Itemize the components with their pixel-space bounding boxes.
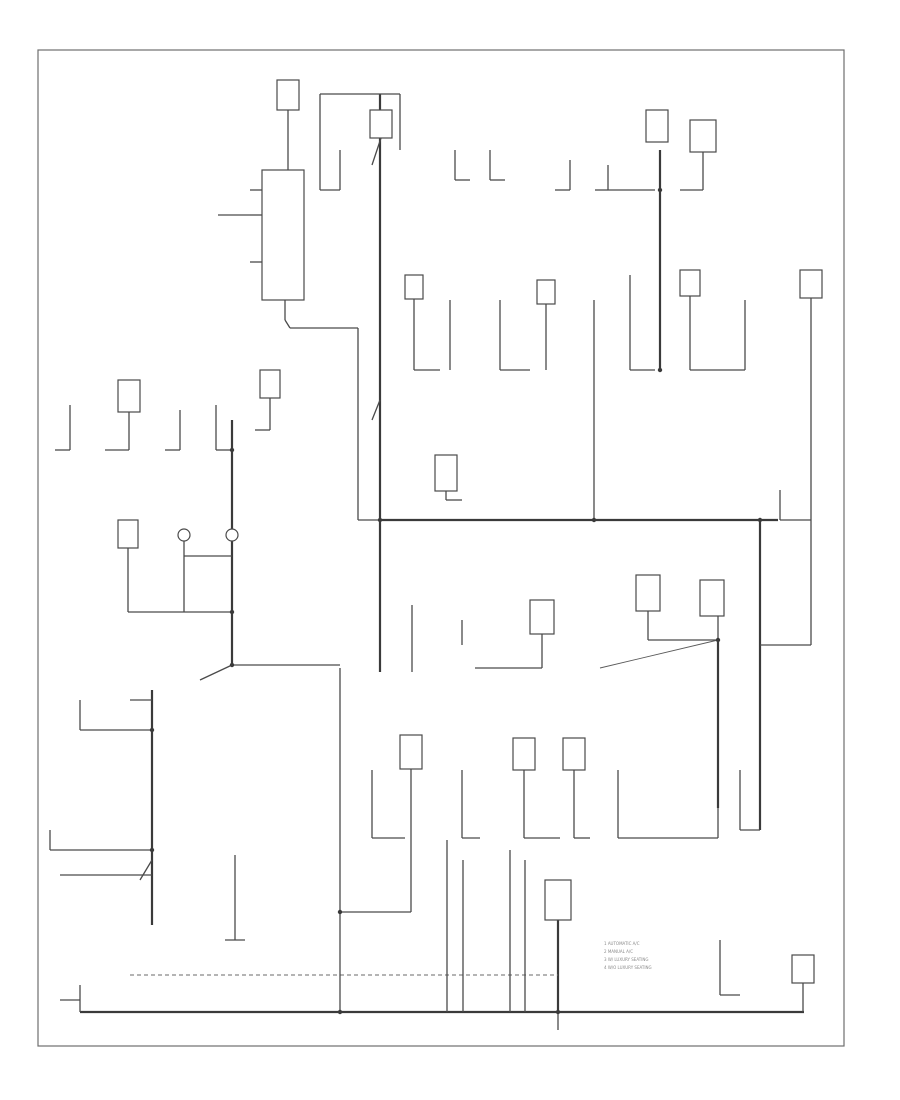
upper-left-components: [218, 79, 401, 329]
lower-left-components: [49, 699, 245, 1012]
main-ground-buses: [80, 94, 804, 1014]
center-lower-components: [340, 520, 815, 1030]
legend-item-4: 4 W/O LUXURY SEATING: [604, 965, 652, 970]
left-middle-components: [55, 369, 281, 681]
upper-center-connectors: [454, 109, 717, 191]
splice-points: [149, 187, 763, 1015]
mid-upper-row: [371, 269, 823, 521]
legend-item-1: 1 AUTOMATIC A/C: [604, 941, 640, 946]
legend-item-3: 3 W/ LUXURY SEATING: [604, 957, 648, 962]
legend-item-2: 2 MANUAL A/C: [604, 949, 633, 954]
legend: 1 AUTOMATIC A/C 2 MANUAL A/C 3 W/ LUXURY…: [604, 941, 652, 970]
diagram-frame: [37, 49, 845, 1047]
